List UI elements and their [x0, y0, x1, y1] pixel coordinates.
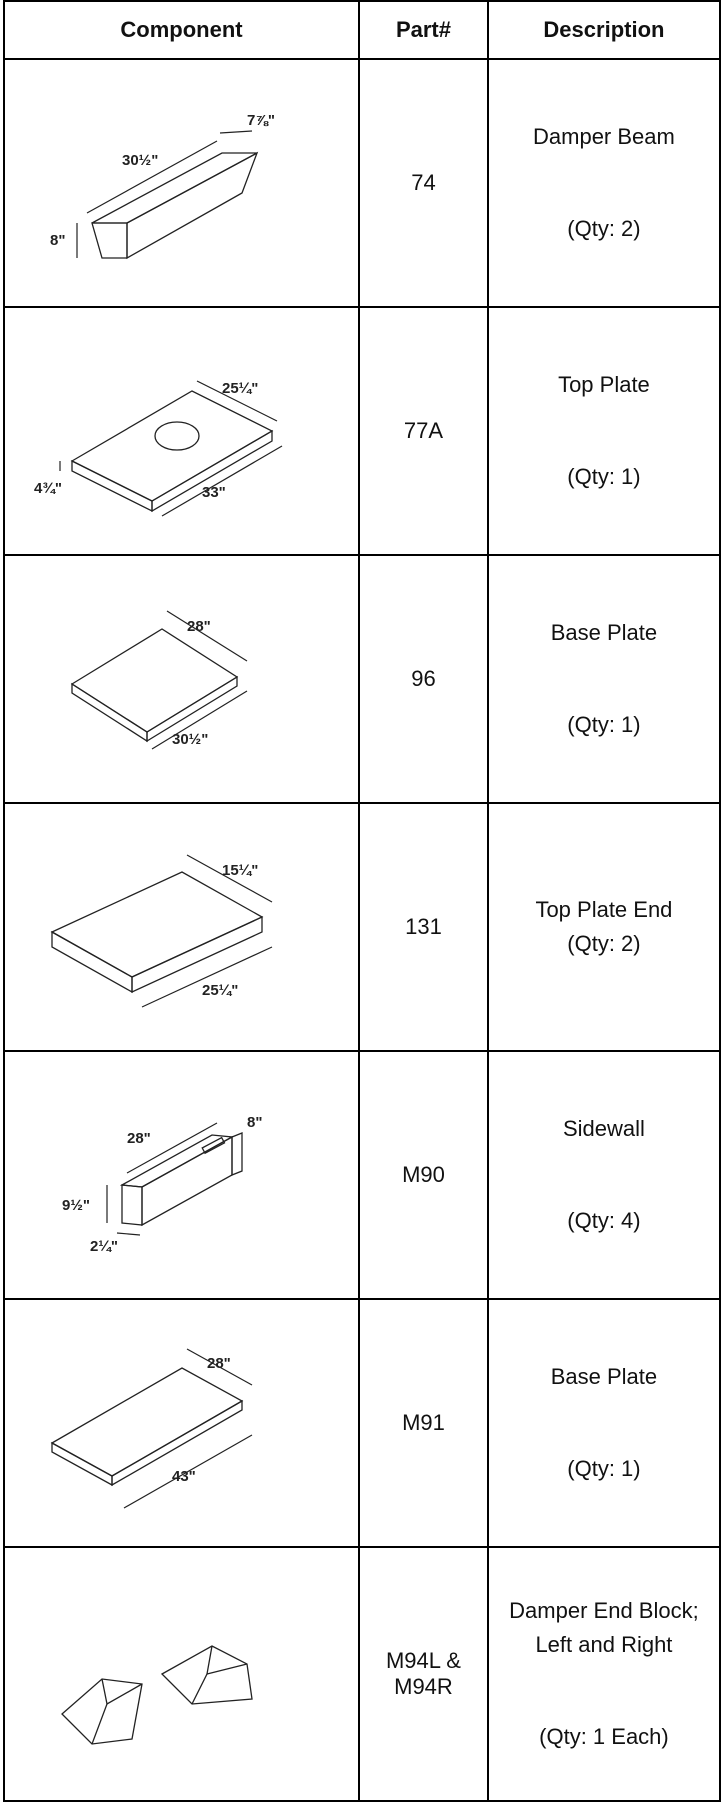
dim-length: 33": [202, 484, 226, 501]
description-qty: (Qty: 1): [567, 464, 641, 489]
description-name: Base Plate: [550, 1363, 658, 1389]
dim-height: 8": [50, 232, 65, 249]
component-drawing-cell: 28" 30½": [2, 554, 361, 804]
header-row: Component Part# Description: [2, 0, 722, 60]
dim-width: 7⅞": [247, 112, 275, 129]
dim-length: 43": [172, 1468, 196, 1485]
description-cell: Top Plate (Qty: 1): [486, 306, 722, 556]
description-name: Top Plate: [558, 371, 650, 397]
description-qty: (Qty: 2): [567, 931, 641, 956]
component-drawing-cell: 28" 8" 9½" 2¼": [2, 1050, 361, 1300]
component-drawing-cell: 30½" 7⅞" 8": [2, 58, 361, 308]
table-row: 28" 8" 9½" 2¼" M90 Sidewall (Qty: 4): [2, 1050, 722, 1300]
table-row: M94L & M94R Damper End Block; Left and R…: [2, 1546, 722, 1802]
table-row: 28" 30½" 96 Base Plate (Qty: 1): [2, 554, 722, 804]
description-name: Damper Beam: [533, 123, 675, 149]
component-drawing-cell: [2, 1546, 361, 1802]
damper-end-block-drawing: [60, 1645, 253, 1745]
part-number: M94L & M94R: [358, 1546, 489, 1802]
description-qty: (Qty: 1): [567, 712, 641, 737]
description-name: Top Plate End: [535, 896, 673, 922]
top-plate-end-drawing: 15¼" 25¼": [50, 854, 272, 1008]
component-drawing-cell: 28" 43": [2, 1298, 361, 1548]
description-qty: (Qty: 2): [567, 216, 641, 241]
table-row: 15¼" 25¼" 131 Top Plate End (Qty: 2): [2, 802, 722, 1052]
table-row: 30½" 7⅞" 8" 74 Damper Beam (Qty: 2): [2, 58, 722, 308]
dim-width: 28": [207, 1355, 231, 1372]
description-name: Sidewall: [562, 1115, 645, 1141]
description-cell: Base Plate (Qty: 1): [486, 1298, 722, 1548]
dim-length: 30½": [172, 731, 208, 748]
dim-width: 25¼": [222, 380, 258, 397]
part-number: 74: [358, 58, 489, 308]
dim-width: 28": [187, 618, 211, 635]
description-cell: Sidewall (Qty: 4): [486, 1050, 722, 1300]
part-number: 77A: [358, 306, 489, 556]
base-plate-drawing: 28" 30½": [70, 610, 247, 750]
dim-depth: 8": [247, 1114, 262, 1131]
sidewall-drawing: 28" 8" 9½" 2¼": [62, 1114, 262, 1255]
dim-length: 30½": [122, 152, 158, 169]
dim-length: 25¼": [202, 982, 238, 999]
base-plate-m91-drawing: 28" 43": [50, 1348, 252, 1509]
dim-width: 15¼": [222, 862, 258, 879]
dim-thickness: 2¼": [90, 1238, 118, 1255]
description-cell: Base Plate (Qty: 1): [486, 554, 722, 804]
table-row: 28" 43" M91 Base Plate (Qty: 1): [2, 1298, 722, 1548]
part-number: M90: [358, 1050, 489, 1300]
description-qty: (Qty: 4): [567, 1208, 641, 1233]
description-name: Base Plate: [550, 619, 658, 645]
description-qty: (Qty: 1 Each): [539, 1724, 669, 1750]
component-drawing-cell: 25¼" 33" 4¾": [2, 306, 361, 556]
description-cell: Top Plate End (Qty: 2): [486, 802, 722, 1052]
dim-height: 9½": [62, 1197, 90, 1214]
damper-beam-drawing: 30½" 7⅞" 8": [50, 112, 275, 260]
part-number: 96: [358, 554, 489, 804]
component-drawing-cell: 15¼" 25¼": [2, 802, 361, 1052]
top-plate-drawing: 25¼" 33" 4¾": [34, 380, 282, 517]
table-row: 25¼" 33" 4¾" 77A Top Plate (Qty: 1): [2, 306, 722, 556]
description-cell: Damper Beam (Qty: 2): [486, 58, 722, 308]
dim-length: 28": [127, 1130, 151, 1147]
description-qty: (Qty: 1): [567, 1456, 641, 1481]
part-number: M91: [358, 1298, 489, 1548]
description-name: Damper End Block; Left and Right: [509, 1597, 699, 1657]
header-component: Component: [2, 0, 361, 60]
part-number: 131: [358, 802, 489, 1052]
dim-thickness: 4¾": [34, 480, 62, 497]
header-part: Part#: [358, 0, 489, 60]
description-cell: Damper End Block; Left and Right (Qty: 1…: [486, 1546, 722, 1802]
header-description: Description: [486, 0, 722, 60]
